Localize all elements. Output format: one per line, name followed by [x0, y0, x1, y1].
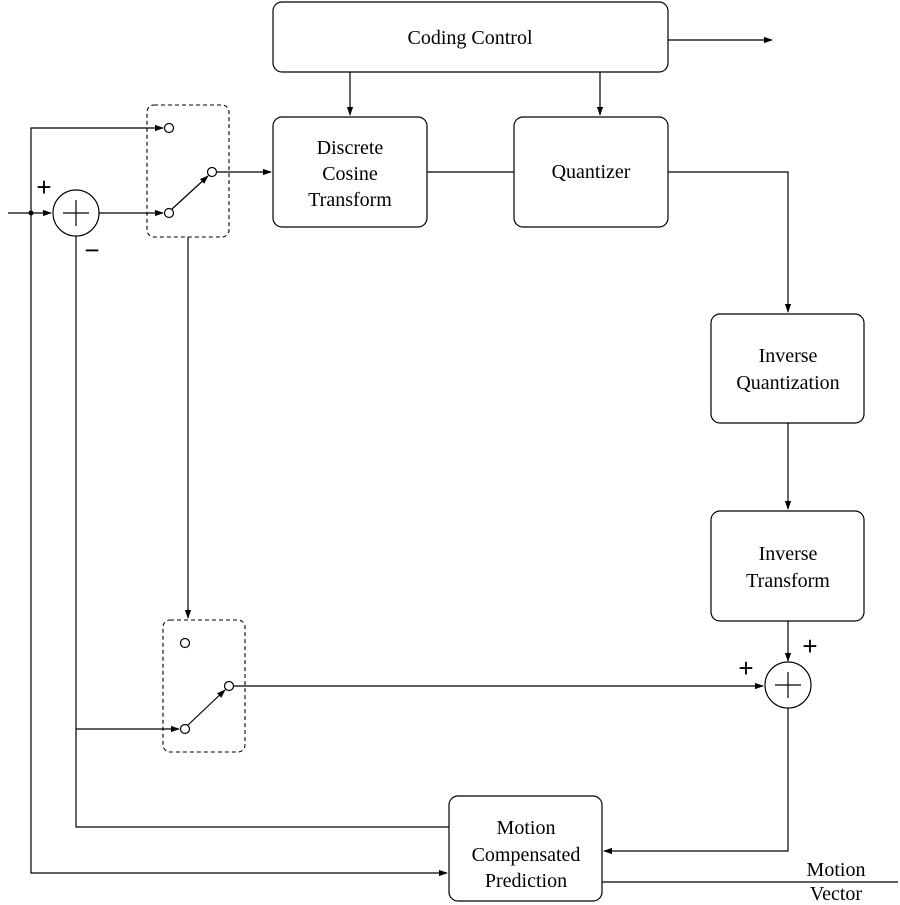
quantizer-label: Quantizer [552, 161, 631, 183]
motion-vector-label-line-1: Motion [807, 859, 866, 881]
motion-vector-label-line-2: Vector [810, 883, 863, 905]
input-sum-minus-sign: − [84, 235, 99, 265]
input-sum-plus-sign: + [36, 172, 51, 202]
motion-compensated-prediction-block: Motion Compensated Prediction [448, 795, 603, 902]
dct-label-line-3: Transform [308, 189, 392, 211]
inverse-quantization-label-line-2: Quantization [736, 372, 839, 394]
coding-control-block: Coding Control [272, 1, 669, 73]
reconstruction-summing-junction [764, 661, 812, 709]
dct-block: Discrete Cosine Transform [272, 116, 428, 228]
input-summing-junction [52, 189, 100, 237]
mcp-label-line-1: Motion [497, 817, 556, 839]
mcp-label-line-2: Compensated [472, 844, 581, 866]
intra-inter-switch-top [146, 104, 230, 238]
recon-sum-plus-top-sign: + [802, 631, 817, 661]
inverse-transform-block: Inverse Transform [710, 510, 865, 622]
inverse-transform-label-line-2: Transform [746, 570, 830, 592]
inverse-transform-label-line-1: Inverse [759, 543, 818, 565]
inverse-quantization-block: Inverse Quantization [710, 313, 865, 424]
coding-control-label: Coding Control [407, 27, 532, 49]
inverse-quantization-label-line-1: Inverse [759, 345, 818, 367]
dct-label-line-1: Discrete [317, 137, 384, 159]
recon-sum-plus-left-sign: + [738, 653, 753, 683]
prediction-switch-bottom [162, 619, 246, 753]
dct-label-line-2: Cosine [322, 163, 378, 185]
mcp-label-line-3: Prediction [485, 870, 567, 892]
signal-wires [8, 36, 898, 883]
quantizer-block: Quantizer [513, 116, 669, 228]
